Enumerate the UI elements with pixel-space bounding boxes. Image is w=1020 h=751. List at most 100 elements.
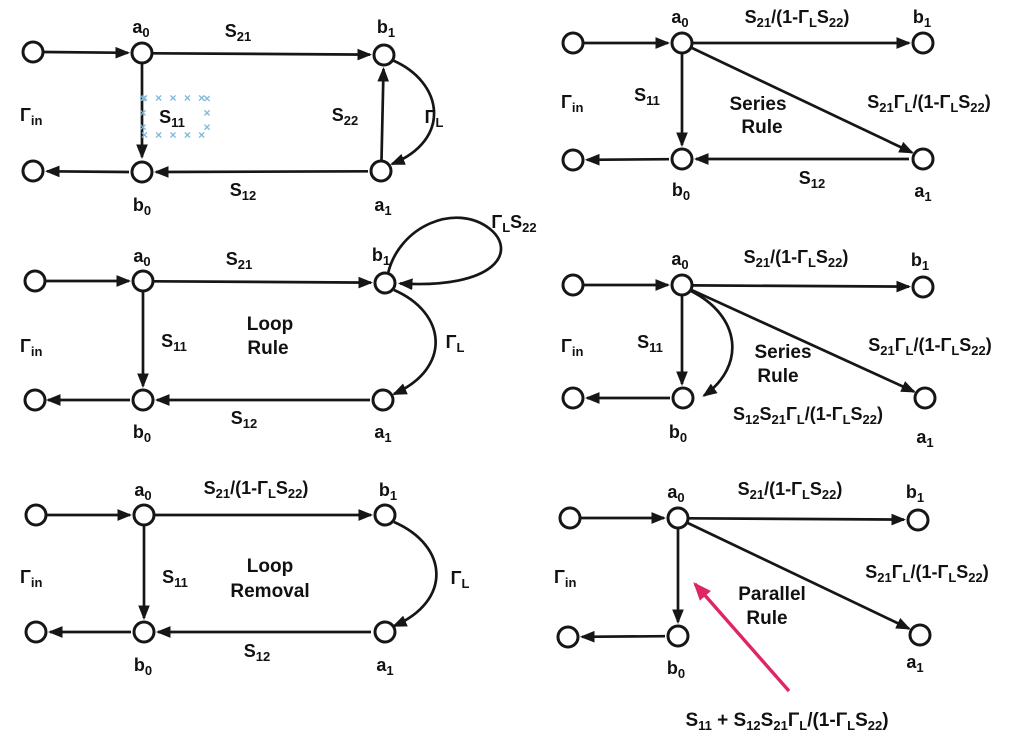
node-b1 xyxy=(372,43,396,67)
label-b0: b0 xyxy=(134,655,152,678)
label-a0: a0 xyxy=(132,17,149,40)
edge-gamma-l xyxy=(392,520,438,628)
annotation-arrow xyxy=(693,582,791,693)
annotation-formula: S11 + S12S21ΓL/(1-ΓLS22) xyxy=(685,710,888,733)
label-s21: S21 xyxy=(226,249,252,272)
label-b0: b0 xyxy=(672,180,690,203)
label-gamma-in: Γin xyxy=(561,336,583,359)
label-s21-eq: S21/(1-ΓLS22) xyxy=(745,7,850,30)
rule-name-line2: Rule xyxy=(741,117,782,138)
rule-name-line1: Series xyxy=(729,94,786,115)
label-self-loop: ΓLS22 xyxy=(491,212,536,235)
edge-diagonal xyxy=(690,46,914,154)
label-s12: S12 xyxy=(799,168,825,191)
rule-name-line2: Rule xyxy=(746,608,787,629)
label-s21-eq: S21/(1-ΓLS22) xyxy=(744,247,849,270)
selection-marks-right: × × × xyxy=(200,95,214,133)
node-a1 xyxy=(369,159,393,183)
node-out xyxy=(556,625,580,649)
node-b0 xyxy=(670,147,694,171)
label-diagonal: S21ΓL/(1-ΓLS22) xyxy=(867,92,991,115)
label-gamma-l: ΓL xyxy=(451,568,470,591)
node-source-in xyxy=(558,506,582,530)
label-s21: S21 xyxy=(225,21,251,44)
node-out xyxy=(24,620,48,644)
label-s11: S11 xyxy=(637,332,663,355)
edge-diagonal xyxy=(690,288,916,393)
label-gamma-in: Γin xyxy=(20,336,42,359)
node-source-in xyxy=(21,40,45,64)
rule-name-line1: Series xyxy=(754,342,811,363)
node-b1 xyxy=(373,271,397,295)
edge-source-a0 xyxy=(43,46,131,59)
node-source-in xyxy=(23,269,47,293)
rule-name-line1: Parallel xyxy=(738,584,806,605)
node-out xyxy=(561,148,585,172)
label-a1: a1 xyxy=(916,427,933,450)
node-source-in xyxy=(24,503,48,527)
edge-gamma-l xyxy=(392,288,437,396)
node-b0 xyxy=(132,620,156,644)
node-out xyxy=(561,386,585,410)
label-combined: S12S21ΓL/(1-ΓLS22) xyxy=(733,404,883,427)
panel-parallel-rule: Γin a0 S21/(1-ΓLS22) b1 Parallel Rule S2… xyxy=(554,479,989,733)
panel-series-rule-top: Γin a0 S21/(1-ΓLS22) b1 S11 Series Rule … xyxy=(561,7,991,204)
label-gamma-in: Γin xyxy=(20,567,42,590)
rule-name-line1: Loop xyxy=(247,314,293,335)
rule-name-line1: Loop xyxy=(247,556,293,577)
rule-name-line2: Rule xyxy=(757,366,798,387)
label-gamma-in: Γin xyxy=(20,105,42,128)
node-b1 xyxy=(911,31,935,55)
label-s22: S22 xyxy=(332,105,358,128)
label-s21-eq: S21/(1-ΓLS22) xyxy=(738,479,843,502)
label-s21-eq: S21/(1-ΓLS22) xyxy=(204,478,309,501)
edge-s21 xyxy=(688,513,907,526)
label-s12: S12 xyxy=(231,408,257,431)
edge-combined xyxy=(690,289,734,397)
label-b0: b0 xyxy=(133,422,151,445)
edge-s21 xyxy=(153,276,374,289)
node-a0 xyxy=(670,273,694,297)
selection-marks-bottom: × × × × × xyxy=(141,128,207,142)
node-a0 xyxy=(131,269,155,293)
edge-b0-out xyxy=(579,630,666,643)
label-a1: a1 xyxy=(374,195,391,218)
label-a0: a0 xyxy=(133,246,150,269)
node-out xyxy=(23,388,47,412)
node-b1 xyxy=(911,275,935,299)
label-s12: S12 xyxy=(244,641,270,664)
label-b1: b1 xyxy=(911,250,929,273)
node-b0 xyxy=(130,160,154,184)
node-b1 xyxy=(906,508,930,532)
label-b0: b0 xyxy=(667,658,685,681)
edge-s22 xyxy=(377,66,390,161)
edge-s12 xyxy=(153,166,369,178)
label-s12: S12 xyxy=(230,180,256,203)
node-a0 xyxy=(666,506,690,530)
label-a1: a1 xyxy=(374,422,391,445)
panel-original-graph: × × × × × × × × × × × × × × × × Γin a0 S… xyxy=(20,17,443,218)
node-a1 xyxy=(913,386,937,410)
label-a0: a0 xyxy=(667,482,684,505)
node-b0 xyxy=(671,386,695,410)
node-a1 xyxy=(908,623,932,647)
edge-b0-out xyxy=(44,165,130,178)
label-gamma-in: Γin xyxy=(561,92,583,115)
label-s11: S11 xyxy=(162,567,188,590)
label-b1: b1 xyxy=(906,482,924,505)
panel-series-rule-mid: Γin a0 S21/(1-ΓLS22) b1 S11 Series Rule … xyxy=(561,247,992,450)
edge-s21 xyxy=(152,48,373,61)
selection-marks-left: × × × xyxy=(136,95,150,133)
rule-name-line2: Removal xyxy=(230,581,309,602)
node-source-in xyxy=(561,273,585,297)
label-a0: a0 xyxy=(671,249,688,272)
label-diagonal: S21ΓL/(1-ΓLS22) xyxy=(868,335,992,358)
panel-loop-removal: Γin a0 S21/(1-ΓLS22) b1 S11 Loop Removal… xyxy=(20,478,469,678)
label-diagonal: S21ΓL/(1-ΓLS22) xyxy=(865,562,989,585)
label-gamma-l: ΓL xyxy=(425,107,444,130)
label-gamma-in: Γin xyxy=(554,567,576,590)
node-b0 xyxy=(131,388,155,412)
label-b1: b1 xyxy=(372,245,390,268)
node-a0 xyxy=(130,41,154,65)
